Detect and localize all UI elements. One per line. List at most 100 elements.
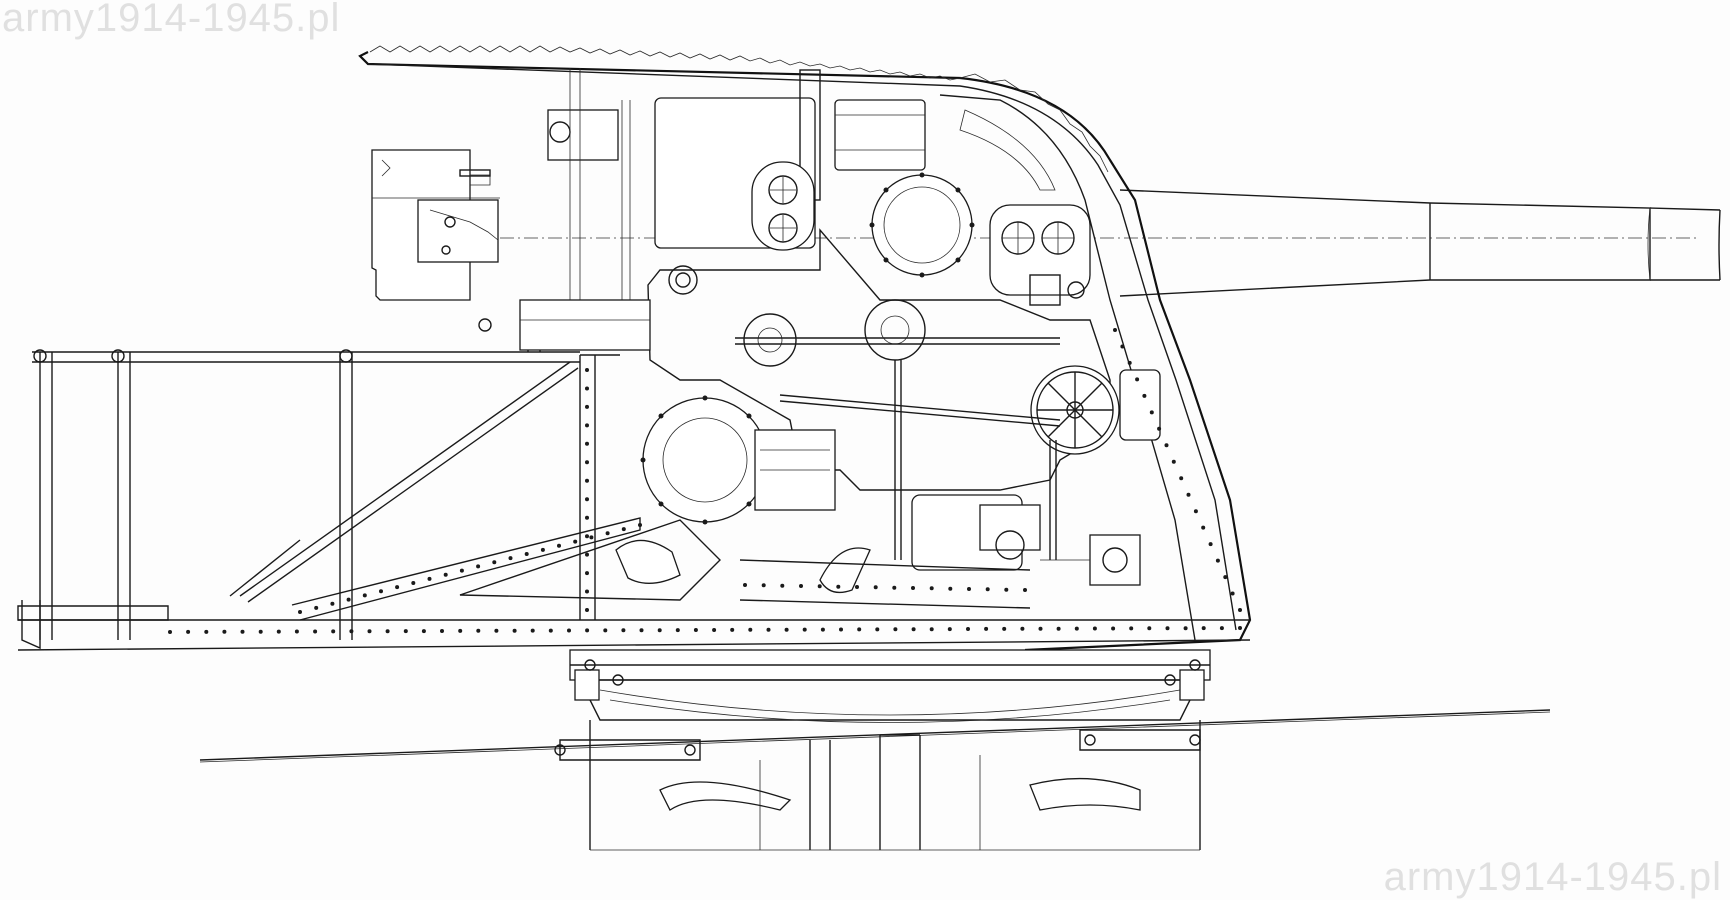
rivet bbox=[1230, 591, 1235, 596]
rivet bbox=[589, 535, 594, 540]
rivet bbox=[385, 629, 390, 634]
rivet bbox=[530, 628, 535, 633]
rivet bbox=[817, 584, 822, 589]
rivet bbox=[799, 584, 803, 588]
rivet bbox=[875, 627, 880, 632]
rivet bbox=[712, 628, 717, 632]
rivet bbox=[1147, 626, 1152, 631]
rivet bbox=[929, 627, 934, 632]
rivet bbox=[573, 539, 578, 544]
rivet bbox=[258, 629, 263, 634]
rivet bbox=[1201, 525, 1206, 530]
rivet bbox=[585, 386, 589, 391]
rivet bbox=[585, 478, 589, 483]
rivet bbox=[540, 547, 545, 552]
rivet bbox=[443, 572, 448, 577]
rivet bbox=[1113, 328, 1117, 332]
rivet bbox=[421, 629, 426, 634]
bolt bbox=[1164, 674, 1176, 686]
rivet bbox=[1238, 608, 1242, 612]
rivet bbox=[548, 628, 553, 633]
elevation-drum bbox=[640, 395, 836, 525]
crew-seats bbox=[615, 539, 871, 594]
rivet bbox=[1020, 626, 1025, 631]
rivet bbox=[1165, 626, 1170, 631]
rivet bbox=[1183, 626, 1188, 631]
rivet bbox=[240, 629, 245, 634]
rivet bbox=[857, 627, 862, 632]
rivet bbox=[585, 460, 589, 465]
trunnion-plate bbox=[869, 172, 975, 278]
rivet bbox=[621, 527, 626, 532]
rivet bbox=[1038, 626, 1043, 631]
rivet bbox=[298, 610, 302, 614]
rivet bbox=[947, 627, 952, 632]
rivet bbox=[585, 423, 589, 428]
rivet bbox=[1135, 377, 1140, 382]
bolt bbox=[684, 744, 696, 756]
rivet bbox=[585, 571, 589, 576]
bolt bbox=[1189, 734, 1201, 746]
rivet bbox=[967, 587, 971, 591]
base-ring bbox=[569, 649, 1211, 723]
watermark-bottom: army1914-1945.pl bbox=[1383, 855, 1722, 899]
rivet bbox=[1002, 626, 1007, 631]
rivet bbox=[459, 568, 464, 573]
rivet bbox=[313, 629, 318, 634]
rivet bbox=[1056, 626, 1061, 631]
rivet bbox=[367, 629, 372, 634]
rivet bbox=[892, 585, 897, 590]
rivet bbox=[1201, 626, 1206, 631]
bolt bbox=[1084, 734, 1096, 746]
rivet bbox=[1004, 587, 1009, 592]
rivet bbox=[1129, 626, 1134, 631]
rivet bbox=[585, 404, 589, 409]
rivet bbox=[585, 628, 590, 633]
gun-shield bbox=[358, 45, 1252, 652]
rivet bbox=[314, 605, 319, 610]
rivet bbox=[362, 593, 367, 598]
rivet bbox=[1127, 360, 1132, 365]
linkage-rods bbox=[735, 337, 1061, 560]
rivet bbox=[585, 589, 589, 594]
sight-housing bbox=[371, 149, 500, 301]
rivet bbox=[494, 628, 499, 633]
rivet bbox=[784, 627, 789, 632]
rivet bbox=[458, 628, 463, 633]
rivet bbox=[1215, 558, 1220, 563]
rivet bbox=[603, 628, 608, 633]
rivet bbox=[1193, 509, 1198, 514]
rivet bbox=[1157, 426, 1162, 431]
rivet bbox=[621, 628, 626, 633]
rivet bbox=[276, 629, 281, 634]
rivet bbox=[780, 583, 785, 588]
rivet bbox=[911, 586, 915, 590]
rivet bbox=[1179, 476, 1184, 481]
rivet bbox=[585, 497, 589, 502]
rivet bbox=[657, 628, 662, 633]
rivet bbox=[966, 627, 970, 631]
rivet bbox=[693, 628, 698, 632]
rivet bbox=[1208, 542, 1213, 547]
rivet bbox=[585, 441, 589, 446]
rivet bbox=[585, 515, 589, 520]
rivet bbox=[168, 630, 172, 634]
rivet bbox=[1074, 626, 1079, 631]
rivet bbox=[638, 523, 642, 527]
rivet bbox=[748, 627, 753, 632]
rivet bbox=[427, 576, 432, 581]
rivet bbox=[1223, 575, 1228, 580]
rivet bbox=[639, 628, 644, 633]
rivet bbox=[1120, 344, 1125, 349]
rivet bbox=[411, 581, 416, 585]
bolt bbox=[612, 674, 624, 686]
rivet bbox=[893, 627, 898, 632]
platform-railing bbox=[21, 349, 580, 650]
elevation-gearbox bbox=[751, 161, 815, 251]
watermark-top: army1914-1945.pl bbox=[2, 0, 341, 40]
lower-drive-unit bbox=[911, 494, 1141, 586]
rivet bbox=[836, 584, 841, 589]
rivet bbox=[948, 586, 953, 591]
rivet bbox=[985, 587, 990, 592]
